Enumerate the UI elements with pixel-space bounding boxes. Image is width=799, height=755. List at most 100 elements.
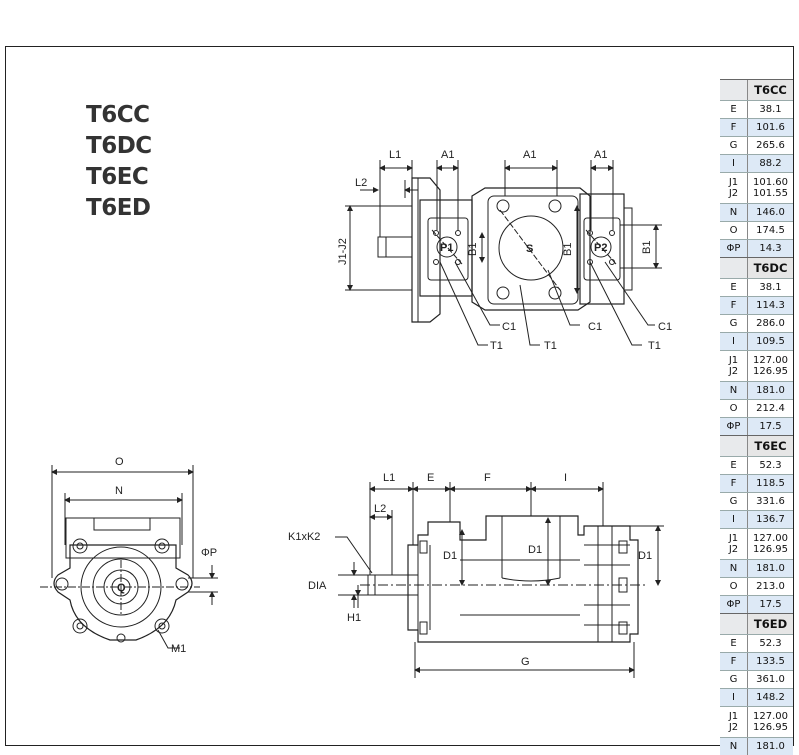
spec-model-name: T6ED xyxy=(748,614,793,634)
spec-value-text: 127.00 xyxy=(753,533,788,544)
spec-value: 136.7 xyxy=(748,511,793,528)
dim-label: B1 xyxy=(562,243,574,256)
spec-value-text: 109.5 xyxy=(756,336,785,347)
front-view-labels: O N ΦP Q M1 xyxy=(115,456,217,655)
spec-key-text: N xyxy=(729,563,738,574)
spec-value-text: 17.5 xyxy=(759,421,782,432)
dim-label: L2 xyxy=(374,503,386,515)
spec-header-blank xyxy=(720,80,748,100)
dim-label: D1 xyxy=(638,550,652,562)
spec-row: F 114.3 xyxy=(720,296,793,314)
spec-key: I xyxy=(720,155,748,172)
spec-value-text: 265.6 xyxy=(756,140,785,151)
spec-value-text: 101.6 xyxy=(756,122,785,133)
spec-value-text: 101.55 xyxy=(753,188,788,199)
spec-value-text: 127.00 xyxy=(753,355,788,366)
spec-key: ΦP xyxy=(720,596,748,613)
dim-label: T1 xyxy=(490,340,503,352)
dim-label: B1 xyxy=(467,243,479,256)
spec-key-text: O xyxy=(729,225,738,236)
dim-label: O xyxy=(115,456,124,468)
model-name: T6DC xyxy=(86,133,152,159)
spec-value: 133.5 xyxy=(748,653,793,670)
side-view xyxy=(335,482,664,678)
spec-key-text: ΦP xyxy=(726,421,741,432)
dim-label: B1 xyxy=(641,241,653,254)
spec-key: O xyxy=(720,400,748,417)
spec-model-name: T6DC xyxy=(748,258,793,278)
spec-key-text: I xyxy=(732,514,735,525)
spec-value: 181.0 xyxy=(748,382,793,399)
spec-value-text: 114.3 xyxy=(756,300,785,311)
spec-key-text: G xyxy=(729,318,738,329)
dim-label: E xyxy=(427,472,434,484)
spec-model-name: T6EC xyxy=(748,436,793,456)
spec-key-text: F xyxy=(730,300,737,311)
spec-value: 114.3 xyxy=(748,297,793,314)
spec-value-text: 101.60 xyxy=(753,177,788,188)
spec-key: I xyxy=(720,689,748,706)
spec-key: G xyxy=(720,493,748,510)
spec-key-text: I xyxy=(732,336,735,347)
spec-row: I 88.2 xyxy=(720,154,793,172)
spec-value: 174.5 xyxy=(748,222,793,239)
spec-key-text: E xyxy=(730,638,737,649)
spec-row: F 101.6 xyxy=(720,118,793,136)
spec-key: F xyxy=(720,119,748,136)
dim-label: L1 xyxy=(383,472,395,484)
dim-label: D1 xyxy=(443,550,457,562)
dim-label: A1 xyxy=(441,149,454,161)
spec-key-text: E xyxy=(730,460,737,471)
spec-value-text: 212.4 xyxy=(756,403,785,414)
spec-header-blank xyxy=(720,614,748,634)
spec-row: I 136.7 xyxy=(720,510,793,528)
dim-label: N xyxy=(115,485,123,497)
spec-key: ΦP xyxy=(720,418,748,435)
dim-label: C1 xyxy=(658,321,672,333)
spec-value-text: 88.2 xyxy=(759,158,782,169)
spec-value: 146.0 xyxy=(748,204,793,221)
spec-key-text: I xyxy=(732,692,735,703)
spec-value: 101.6 xyxy=(748,119,793,136)
spec-key-text: F xyxy=(730,122,737,133)
spec-key-text: J2 xyxy=(728,188,739,199)
spec-key: E xyxy=(720,279,748,296)
spec-key: E xyxy=(720,635,748,652)
spec-value: 52.3 xyxy=(748,635,793,652)
spec-value: 361.0 xyxy=(748,671,793,688)
spec-value-text: 52.3 xyxy=(759,460,782,471)
spec-key-text: J2 xyxy=(728,722,739,733)
dim-label: C1 xyxy=(502,321,516,333)
spec-header: T6CC xyxy=(720,79,793,100)
spec-value-text: 136.7 xyxy=(756,514,785,525)
spec-key: G xyxy=(720,671,748,688)
dim-label: K1xK2 xyxy=(288,531,320,543)
spec-key-text: O xyxy=(729,581,738,592)
spec-header: T6EC xyxy=(720,435,793,456)
dim-label: T1 xyxy=(544,340,557,352)
spec-value-text: 181.0 xyxy=(756,563,785,574)
spec-key: I xyxy=(720,511,748,528)
spec-value-text: 174.5 xyxy=(756,225,785,236)
model-list: T6CC T6DC T6EC T6ED xyxy=(86,100,152,224)
front-view xyxy=(40,465,218,649)
spec-key-text: I xyxy=(732,158,735,169)
spec-row: E 52.3 xyxy=(720,456,793,474)
dim-label: T1 xyxy=(648,340,661,352)
spec-value-text: 181.0 xyxy=(756,385,785,396)
spec-value: 331.6 xyxy=(748,493,793,510)
